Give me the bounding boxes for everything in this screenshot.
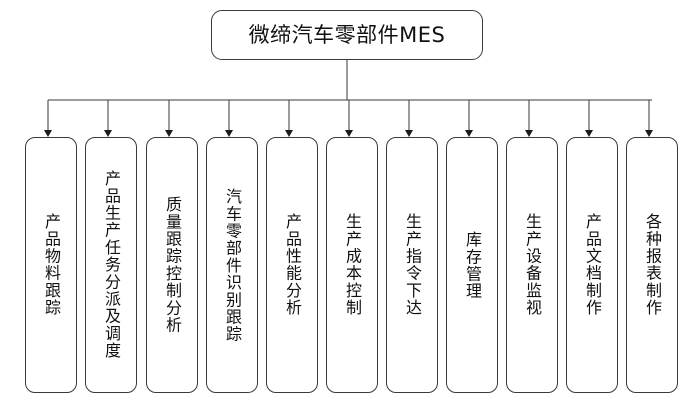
leaf-node-11[interactable]: 各种报表制作 bbox=[626, 137, 678, 393]
leaf-node-6[interactable]: 生产成本控制 bbox=[326, 137, 378, 393]
leaf-node-label: 库存管理 bbox=[463, 230, 483, 300]
arrowhead-icon-1 bbox=[44, 130, 52, 137]
leaf-node-label: 生产设备监视 bbox=[523, 213, 543, 317]
leaf-node-label: 各种报表制作 bbox=[643, 213, 663, 317]
arrowhead-icon-11 bbox=[645, 130, 653, 137]
arrowhead-icon-5 bbox=[285, 130, 293, 137]
leaf-node-7[interactable]: 生产指令下达 bbox=[386, 137, 438, 393]
leaf-node-3[interactable]: 质量跟踪控制分析 bbox=[146, 137, 198, 393]
arrowhead-icon-9 bbox=[525, 130, 533, 137]
leaf-node-10[interactable]: 产品文档制作 bbox=[566, 137, 618, 393]
arrowhead-icon-10 bbox=[585, 130, 593, 137]
arrowhead-icon-2 bbox=[104, 130, 112, 137]
arrowhead-icon-8 bbox=[465, 130, 473, 137]
leaf-node-2[interactable]: 产品生产任务分派及调度 bbox=[85, 137, 137, 393]
leaf-node-label: 产品性能分析 bbox=[283, 213, 303, 317]
leaf-node-label: 质量跟踪控制分析 bbox=[163, 196, 183, 334]
leaf-node-label: 产品文档制作 bbox=[583, 213, 603, 317]
arrowhead-icon-6 bbox=[345, 130, 353, 137]
leaf-node-9[interactable]: 生产设备监视 bbox=[506, 137, 558, 393]
leaf-node-1[interactable]: 产品物料跟踪 bbox=[25, 137, 77, 393]
arrowhead-icon-7 bbox=[405, 130, 413, 137]
leaf-node-label: 汽车零部件识别跟踪 bbox=[223, 187, 243, 343]
root-node[interactable]: 微缔汽车零部件MES bbox=[211, 10, 483, 60]
leaf-node-label: 生产指令下达 bbox=[403, 213, 423, 317]
arrowhead-icon-4 bbox=[225, 130, 233, 137]
leaf-node-4[interactable]: 汽车零部件识别跟踪 bbox=[206, 137, 258, 393]
arrowhead-icon-3 bbox=[165, 130, 173, 137]
leaf-node-label: 产品生产任务分派及调度 bbox=[102, 170, 122, 360]
leaf-node-5[interactable]: 产品性能分析 bbox=[266, 137, 318, 393]
leaf-node-8[interactable]: 库存管理 bbox=[446, 137, 498, 393]
leaf-node-label: 产品物料跟踪 bbox=[42, 213, 62, 317]
leaf-node-label: 生产成本控制 bbox=[343, 213, 363, 317]
root-node-label: 微缔汽车零部件MES bbox=[248, 22, 446, 47]
